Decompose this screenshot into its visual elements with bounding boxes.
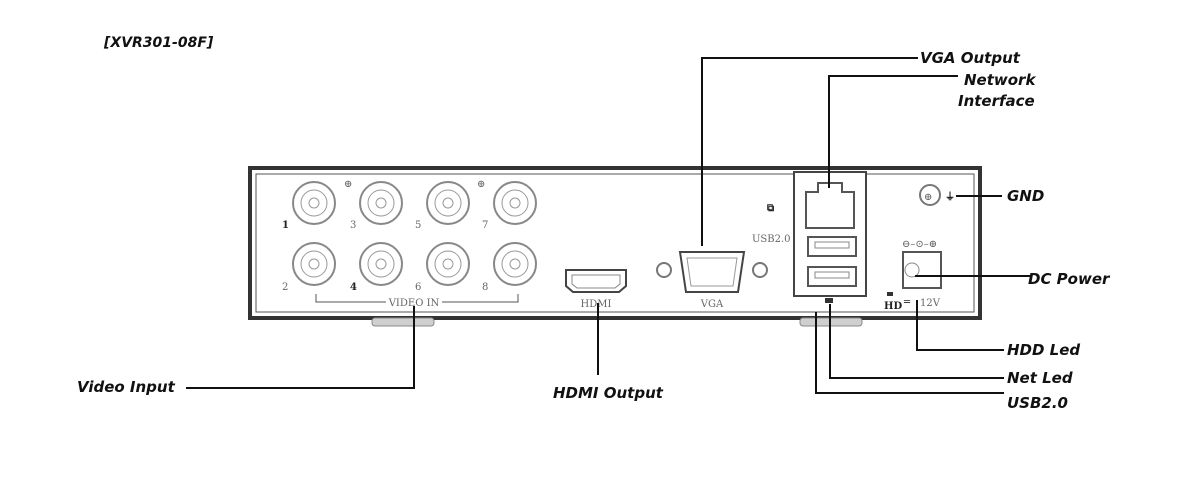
channel-number: 5 bbox=[415, 220, 421, 231]
ground-icon: ⏚ bbox=[945, 191, 955, 203]
bnc-connector bbox=[426, 242, 470, 286]
polarity-icon: ⊖–⊙–⊕ bbox=[902, 239, 937, 250]
model-title: [XVR301-08F] bbox=[103, 35, 214, 51]
vga-label: VGA bbox=[700, 299, 724, 310]
dc-power-callout: DC Power bbox=[1028, 270, 1111, 288]
screw-mark-icon: ⊕ bbox=[477, 179, 485, 190]
hdmi-label: HDMI bbox=[581, 299, 612, 310]
bnc-connector bbox=[493, 181, 537, 225]
hdmi-output-callout: HDMI Output bbox=[553, 384, 664, 402]
vga-output-callout: VGA Output bbox=[920, 49, 1021, 67]
voltage-symbol: ═ bbox=[903, 297, 911, 308]
hdmi-port bbox=[565, 269, 627, 293]
vga-output-leader bbox=[701, 57, 918, 246]
network-usb-panel bbox=[793, 171, 867, 297]
vga-port bbox=[656, 251, 768, 293]
video-in-bracket bbox=[315, 294, 519, 303]
bnc-connector bbox=[359, 181, 403, 225]
gnd-terminal: ⊕ ⏚ bbox=[919, 184, 955, 206]
hd-label: HD bbox=[884, 301, 902, 312]
network-interface-leader bbox=[828, 75, 958, 188]
voltage-label: 12V bbox=[920, 298, 941, 309]
network-interface-callout: Interface bbox=[958, 92, 1035, 110]
hdd-led-indicator bbox=[887, 292, 893, 296]
bnc-connector bbox=[292, 242, 336, 286]
network-interface-callout: Network bbox=[964, 71, 1036, 89]
dc-power-jack: ⊖–⊙–⊕ bbox=[902, 239, 942, 289]
svg-text:⊕: ⊕ bbox=[924, 192, 932, 203]
bnc-connector bbox=[493, 242, 537, 286]
video-in-label: VIDEO IN bbox=[388, 298, 440, 309]
bnc-connector bbox=[359, 242, 403, 286]
hdd-led-leader bbox=[916, 300, 1004, 351]
network-icon: ⧉ bbox=[767, 203, 774, 214]
usb-callout: USB2.0 bbox=[1007, 394, 1068, 412]
channel-number: 4 bbox=[350, 282, 357, 293]
channel-number: 2 bbox=[282, 282, 288, 293]
net-led-indicator bbox=[825, 298, 833, 303]
channel-number: 8 bbox=[482, 282, 488, 293]
usb-leader bbox=[815, 312, 1004, 394]
bnc-connector bbox=[426, 181, 470, 225]
usb-panel-label: USB2.0 bbox=[752, 234, 791, 245]
video-input-callout: Video Input bbox=[77, 378, 176, 396]
bnc-connector bbox=[292, 181, 336, 225]
rj45-port bbox=[805, 182, 855, 229]
gnd-callout: GND bbox=[1007, 187, 1044, 205]
net-led-leader bbox=[829, 304, 1004, 379]
screw-mark-icon: ⊕ bbox=[344, 179, 352, 190]
hdd-led-callout: HDD Led bbox=[1007, 341, 1080, 359]
channel-number: 1 bbox=[282, 220, 289, 231]
video-input-leader bbox=[186, 306, 415, 389]
net-led-callout: Net Led bbox=[1007, 369, 1073, 387]
channel-number: 7 bbox=[482, 220, 488, 231]
bnc-video-inputs: ⊕ ⊕ bbox=[292, 179, 537, 286]
channel-number: 3 bbox=[350, 220, 356, 231]
channel-number: 6 bbox=[415, 282, 421, 293]
